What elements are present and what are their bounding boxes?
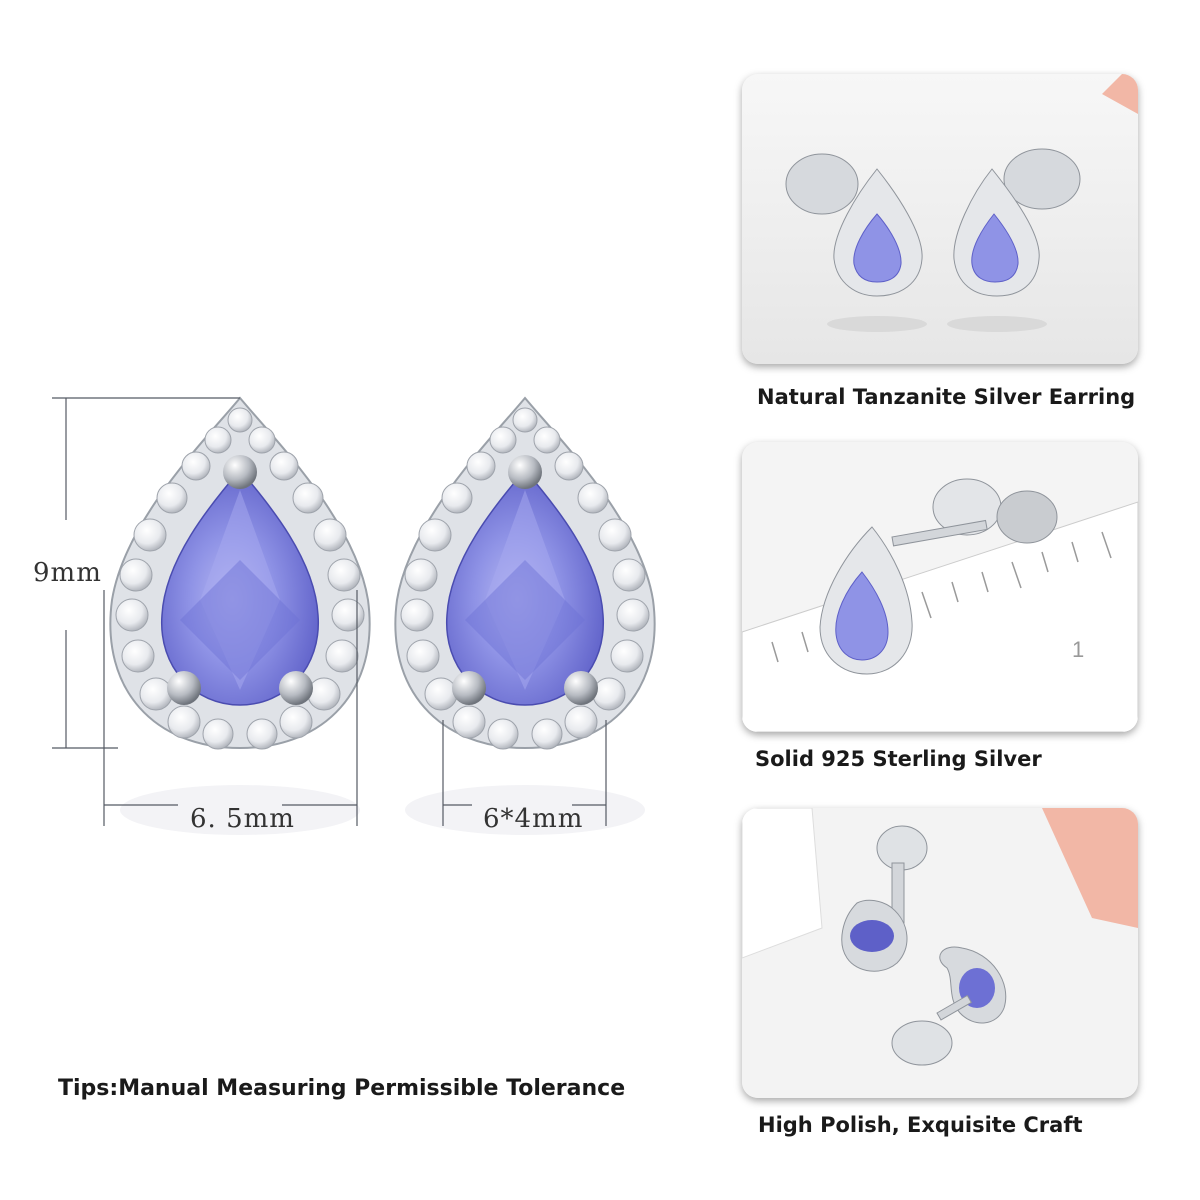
right-reflection — [405, 785, 645, 835]
stone-dimension-label: 6*4mm — [483, 804, 584, 834]
panel-2-caption: Solid 925 Sterling Silver — [755, 747, 1042, 771]
panel-back-view — [742, 808, 1138, 1098]
panel-3-caption: High Polish, Exquisite Craft — [758, 1113, 1083, 1137]
left-earring — [109, 396, 371, 750]
earring-side-photo: 1 — [742, 442, 1138, 732]
panel-front-view — [742, 74, 1138, 364]
right-earring — [394, 396, 656, 750]
main-earrings-image — [52, 396, 656, 835]
dimension-lines — [52, 397, 607, 826]
height-dimension-label: 9mm — [33, 558, 102, 588]
panel-side-view: 1 — [742, 442, 1138, 732]
ruler-number: 1 — [1072, 637, 1084, 662]
width-dimension-label: 6. 5mm — [190, 804, 295, 834]
earring-back-photo — [742, 808, 1138, 1098]
earring-pair-photo — [742, 74, 1138, 364]
left-reflection — [120, 785, 360, 835]
tips-text: Tips:Manual Measuring Permissible Tolera… — [58, 1076, 626, 1101]
panel-1-caption: Natural Tanzanite Silver Earring — [757, 385, 1136, 409]
